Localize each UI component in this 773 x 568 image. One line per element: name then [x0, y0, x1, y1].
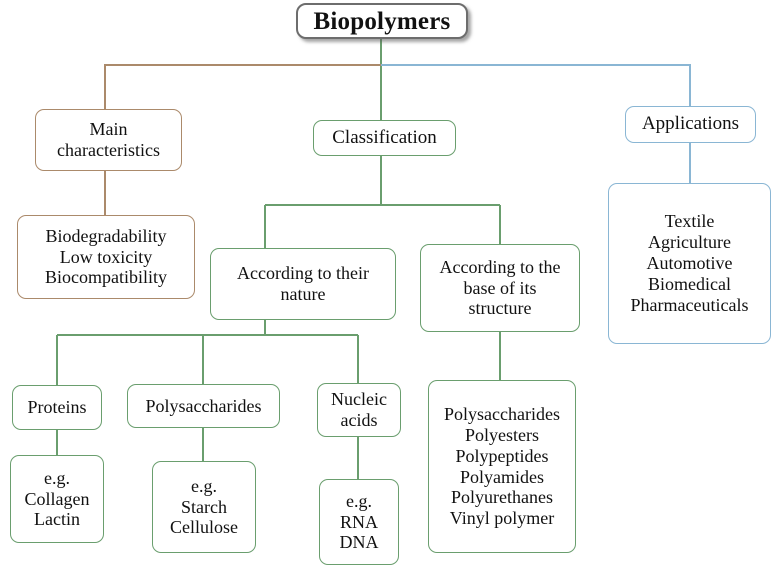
node-according-to-their-nature[interactable]: According to their nature	[210, 248, 396, 320]
node-proteins[interactable]: Proteins	[12, 385, 102, 430]
wire-root-to-applications	[381, 64, 691, 106]
wire-root-to-characteristics	[104, 64, 381, 110]
node-applications-detail[interactable]: Textile Agriculture Automotive Biomedica…	[608, 183, 771, 344]
node-polysaccharides-examples[interactable]: e.g. Starch Cellulose	[152, 461, 256, 553]
node-nucleic-acids-label: Nucleic acids	[331, 389, 387, 430]
node-classification-label: Classification	[332, 126, 437, 148]
node-characteristics-detail-label: Biodegradability Low toxicity Biocompati…	[45, 225, 167, 288]
node-main-characteristics-label: Main characteristics	[57, 119, 160, 160]
node-structure-detail-label: Polysaccharides Polyesters Polypeptides …	[444, 403, 560, 529]
node-polysaccharides[interactable]: Polysaccharides	[127, 384, 280, 428]
node-proteins-label: Proteins	[27, 397, 87, 418]
node-polysaccharides-label: Polysaccharides	[145, 395, 262, 416]
node-proteins-examples[interactable]: e.g. Collagen Lactin	[10, 455, 104, 543]
node-proteins-examples-label: e.g. Collagen Lactin	[24, 467, 90, 530]
node-applications-label: Applications	[641, 113, 740, 135]
node-structure-detail[interactable]: Polysaccharides Polyesters Polypeptides …	[428, 380, 576, 553]
node-applications[interactable]: Applications	[625, 106, 756, 143]
root-node-label: Biopolymers	[313, 7, 451, 35]
node-nucleic-acids-examples[interactable]: e.g. RNA DNA	[319, 479, 399, 565]
node-according-to-their-nature-label: According to their nature	[237, 263, 369, 304]
node-nucleic-acids[interactable]: Nucleic acids	[317, 383, 401, 437]
node-classification[interactable]: Classification	[313, 120, 456, 156]
node-nucleic-acids-examples-label: e.g. RNA DNA	[339, 490, 379, 553]
root-node-biopolymers[interactable]: Biopolymers	[296, 3, 468, 39]
node-main-characteristics[interactable]: Main characteristics	[35, 109, 182, 171]
node-characteristics-detail[interactable]: Biodegradability Low toxicity Biocompati…	[17, 215, 195, 299]
node-according-to-base-structure[interactable]: According to the base of its structure	[420, 244, 580, 332]
node-applications-detail-label: Textile Agriculture Automotive Biomedica…	[630, 211, 749, 315]
node-according-to-base-structure-label: According to the base of its structure	[439, 256, 561, 319]
node-polysaccharides-examples-label: e.g. Starch Cellulose	[170, 475, 238, 538]
